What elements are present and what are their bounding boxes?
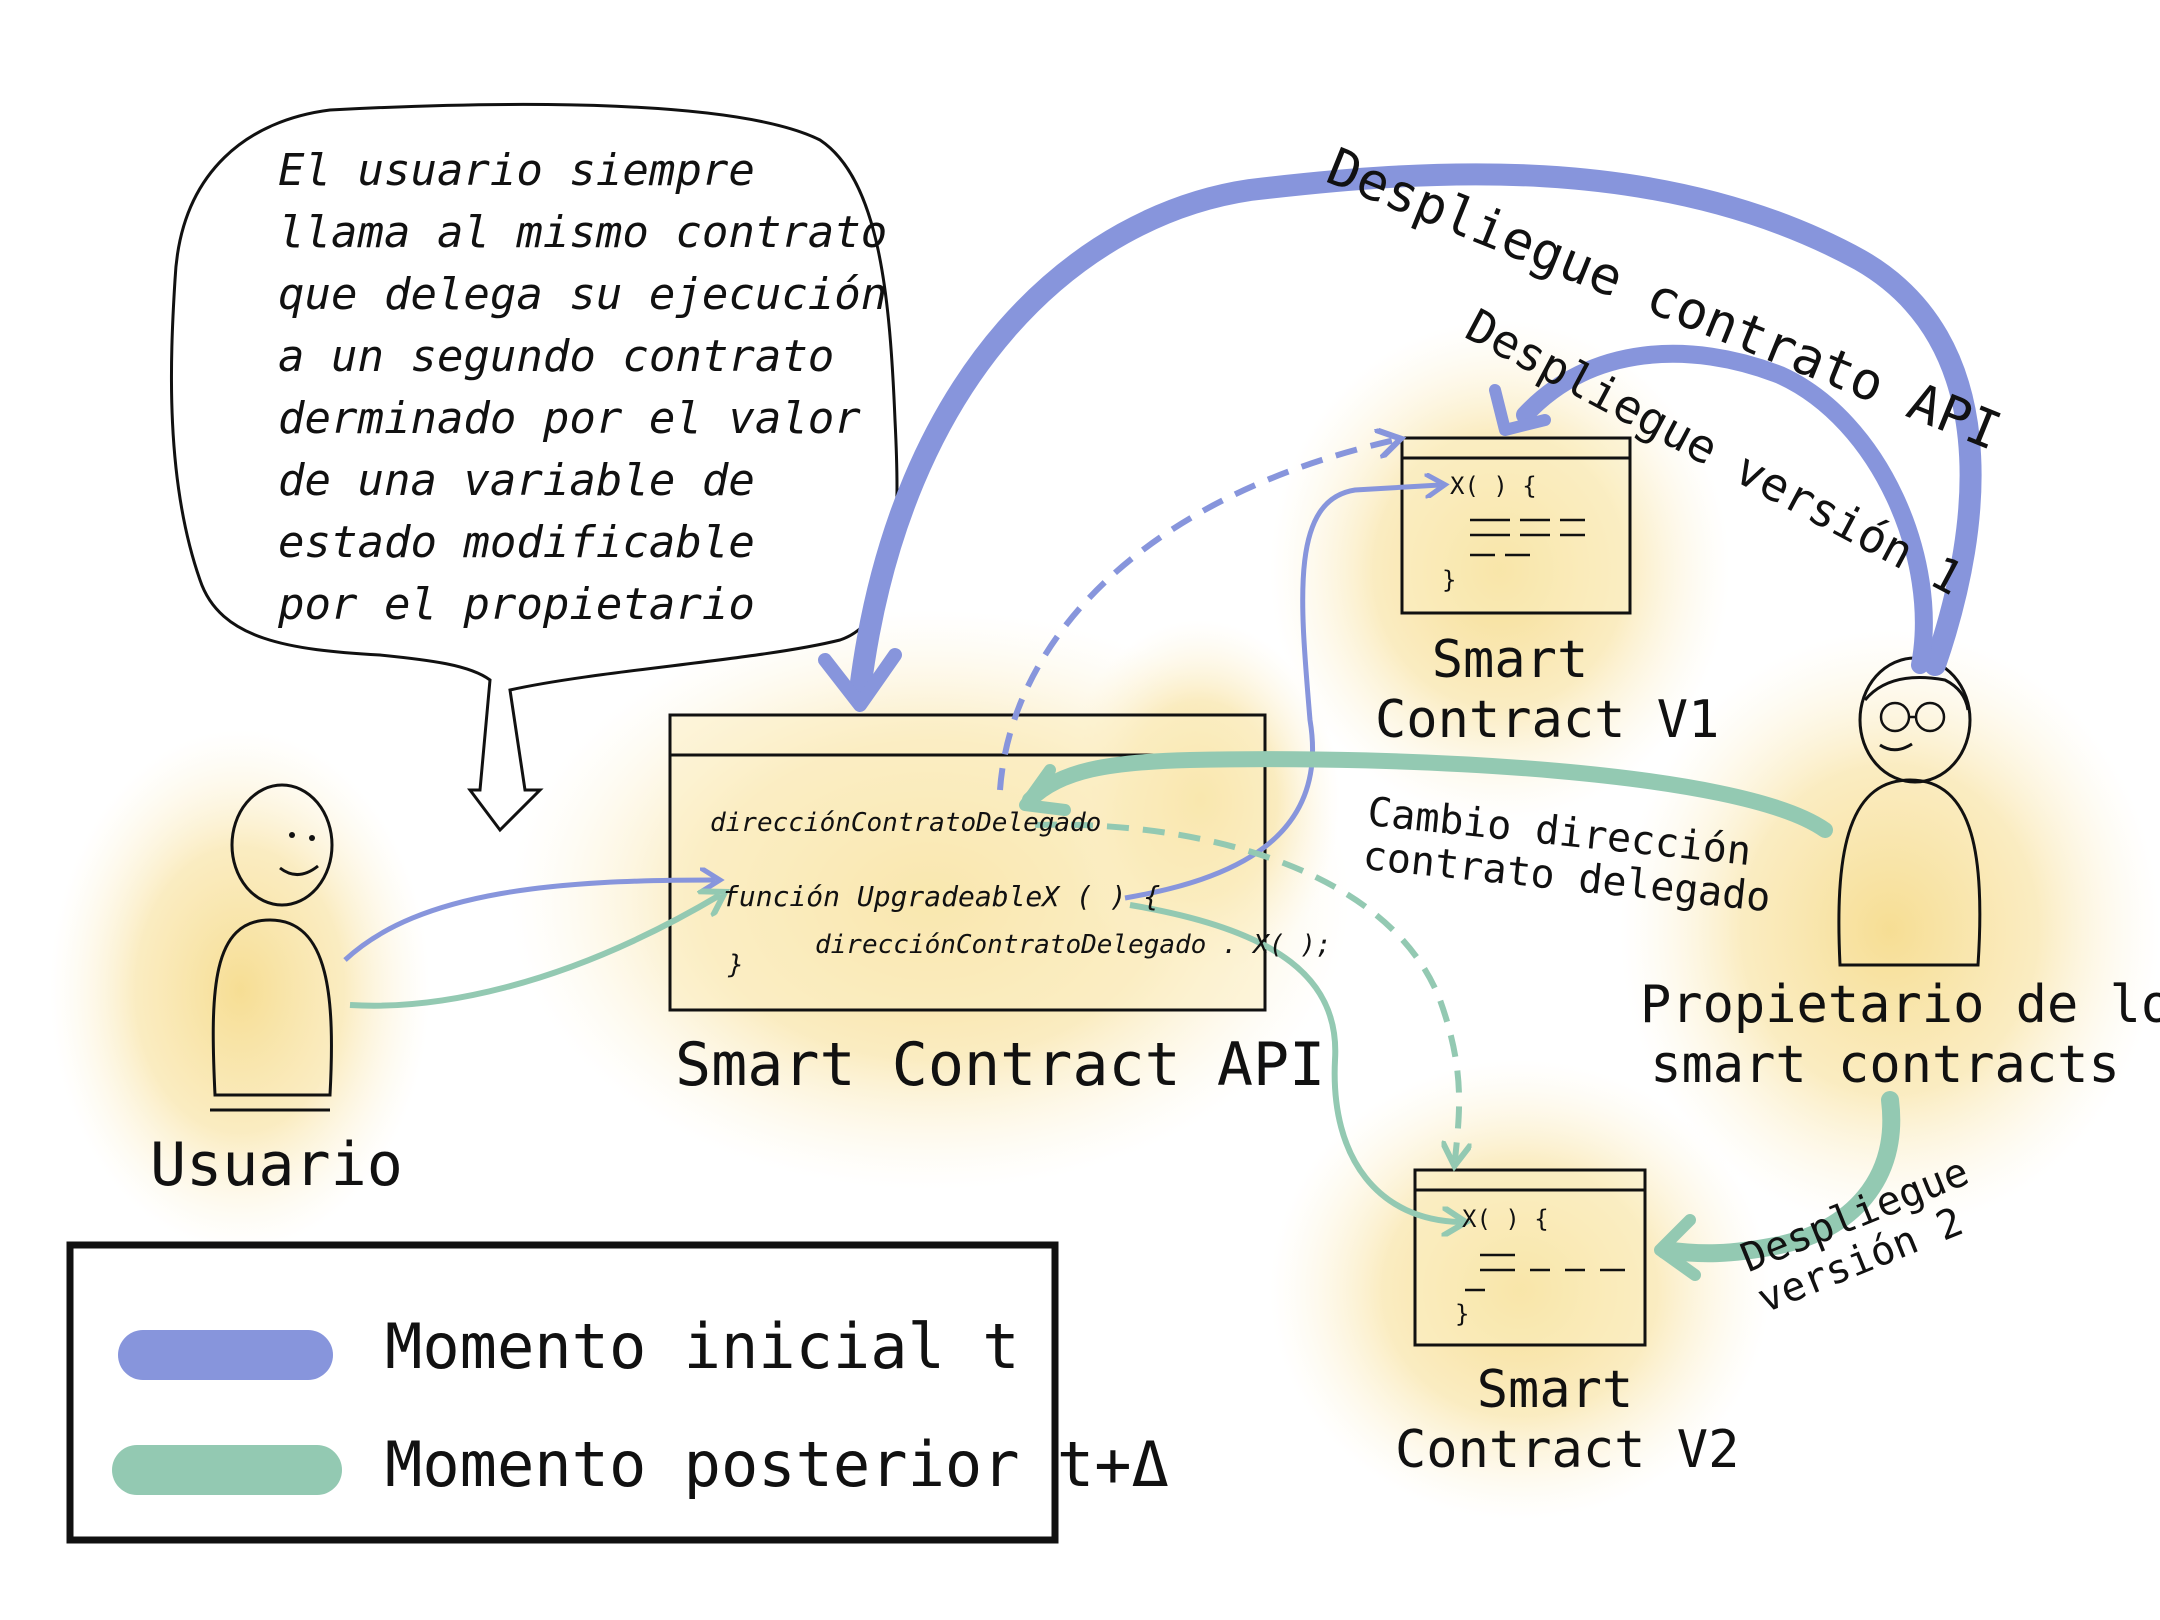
- api-code-close: }: [728, 950, 744, 980]
- legend-initial-label: Momento inicial t: [385, 1310, 1020, 1383]
- arrow-deploy-v2: [1656, 1091, 1901, 1263]
- v1-label-line2: Contract V1: [1375, 690, 1720, 750]
- arrow-change-delegate: [1022, 751, 1833, 838]
- legend-swatch-initial: [118, 1330, 333, 1380]
- arrow-api-to-v1: [1124, 485, 1440, 901]
- v1-code-close: }: [1442, 566, 1457, 594]
- v1-code-open: X( ) {: [1450, 472, 1537, 500]
- owner-figure: [1837, 656, 1982, 967]
- v1-contract-box: [1400, 436, 1632, 615]
- speech-line: de una variable de: [278, 455, 755, 506]
- v2-code-close: }: [1455, 1300, 1470, 1328]
- arrow-deploy-v1: [1516, 344, 1933, 674]
- arrow-deploy-api: [849, 163, 1982, 701]
- arrow-api-to-v2: [1129, 902, 1460, 1222]
- arrow-user-to-api-blue: [343, 880, 715, 962]
- speech-line: estado modificable: [278, 517, 755, 568]
- speech-line: llama al mismo contrato: [278, 207, 888, 258]
- owner-glow: [1620, 630, 2160, 1230]
- user-figure: [210, 783, 334, 1112]
- owner-label-line1: Propietario de los: [1640, 975, 2160, 1035]
- owner-label-line2: smart contracts: [1650, 1035, 2120, 1095]
- v2-code-open: X( ) {: [1462, 1205, 1549, 1233]
- user-label: Usuario: [150, 1130, 403, 1200]
- speech-line: a un segundo contrato: [278, 331, 835, 382]
- user-glow: [50, 730, 430, 1250]
- speech-line: derminado por el valor: [278, 393, 861, 444]
- speech-line: que delega su ejecución: [278, 269, 888, 320]
- v2-label-line2: Contract V2: [1395, 1420, 1740, 1480]
- arrow-delegate-to-v2-dashed: [1034, 821, 1459, 1160]
- api-code-state-var: direcciónContratoDelegado: [710, 808, 1102, 838]
- arrow-delegate-to-v1-dashed: [997, 440, 1395, 791]
- speech-line: El usuario siempre: [278, 145, 755, 196]
- legend-later-label: Momento posterior t+Δ: [385, 1428, 1169, 1501]
- v2-contract-label: Smart Contract V2: [1395, 1360, 1740, 1480]
- speech-line: por el propietario: [278, 579, 755, 630]
- speech-bubble-text: El usuario siempre llama al mismo contra…: [278, 140, 887, 636]
- speech-bubble: [169, 102, 899, 833]
- owner-label: Propietario de los smart contracts: [1640, 975, 2160, 1095]
- v2-label-line1: Smart: [1476, 1360, 1634, 1420]
- api-code-delegate-call: direcciónContratoDelegado . X( );: [815, 930, 1332, 960]
- v2-contract-box: [1413, 1168, 1647, 1347]
- api-code-function: función UpgradeableX ( ) {: [722, 880, 1161, 913]
- v1-contract-label: Smart Contract V1: [1375, 630, 1720, 750]
- arrow-user-to-api-green: [349, 895, 720, 1009]
- v1-label-line1: Smart: [1431, 630, 1589, 690]
- api-contract-label: Smart Contract API: [675, 1030, 1326, 1100]
- legend-swatch-later: [112, 1445, 342, 1495]
